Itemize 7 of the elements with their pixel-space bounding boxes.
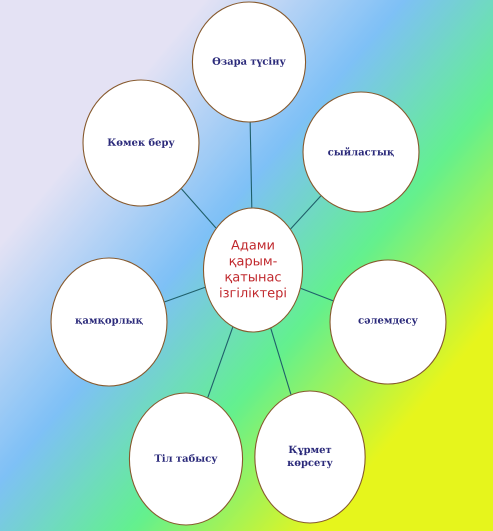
connector-line — [290, 196, 322, 230]
connector-line — [250, 122, 252, 208]
connector-line — [300, 288, 334, 302]
connector-line — [207, 327, 234, 398]
connector-line — [164, 286, 206, 302]
connector-line — [270, 328, 292, 395]
connector-line — [181, 188, 216, 228]
